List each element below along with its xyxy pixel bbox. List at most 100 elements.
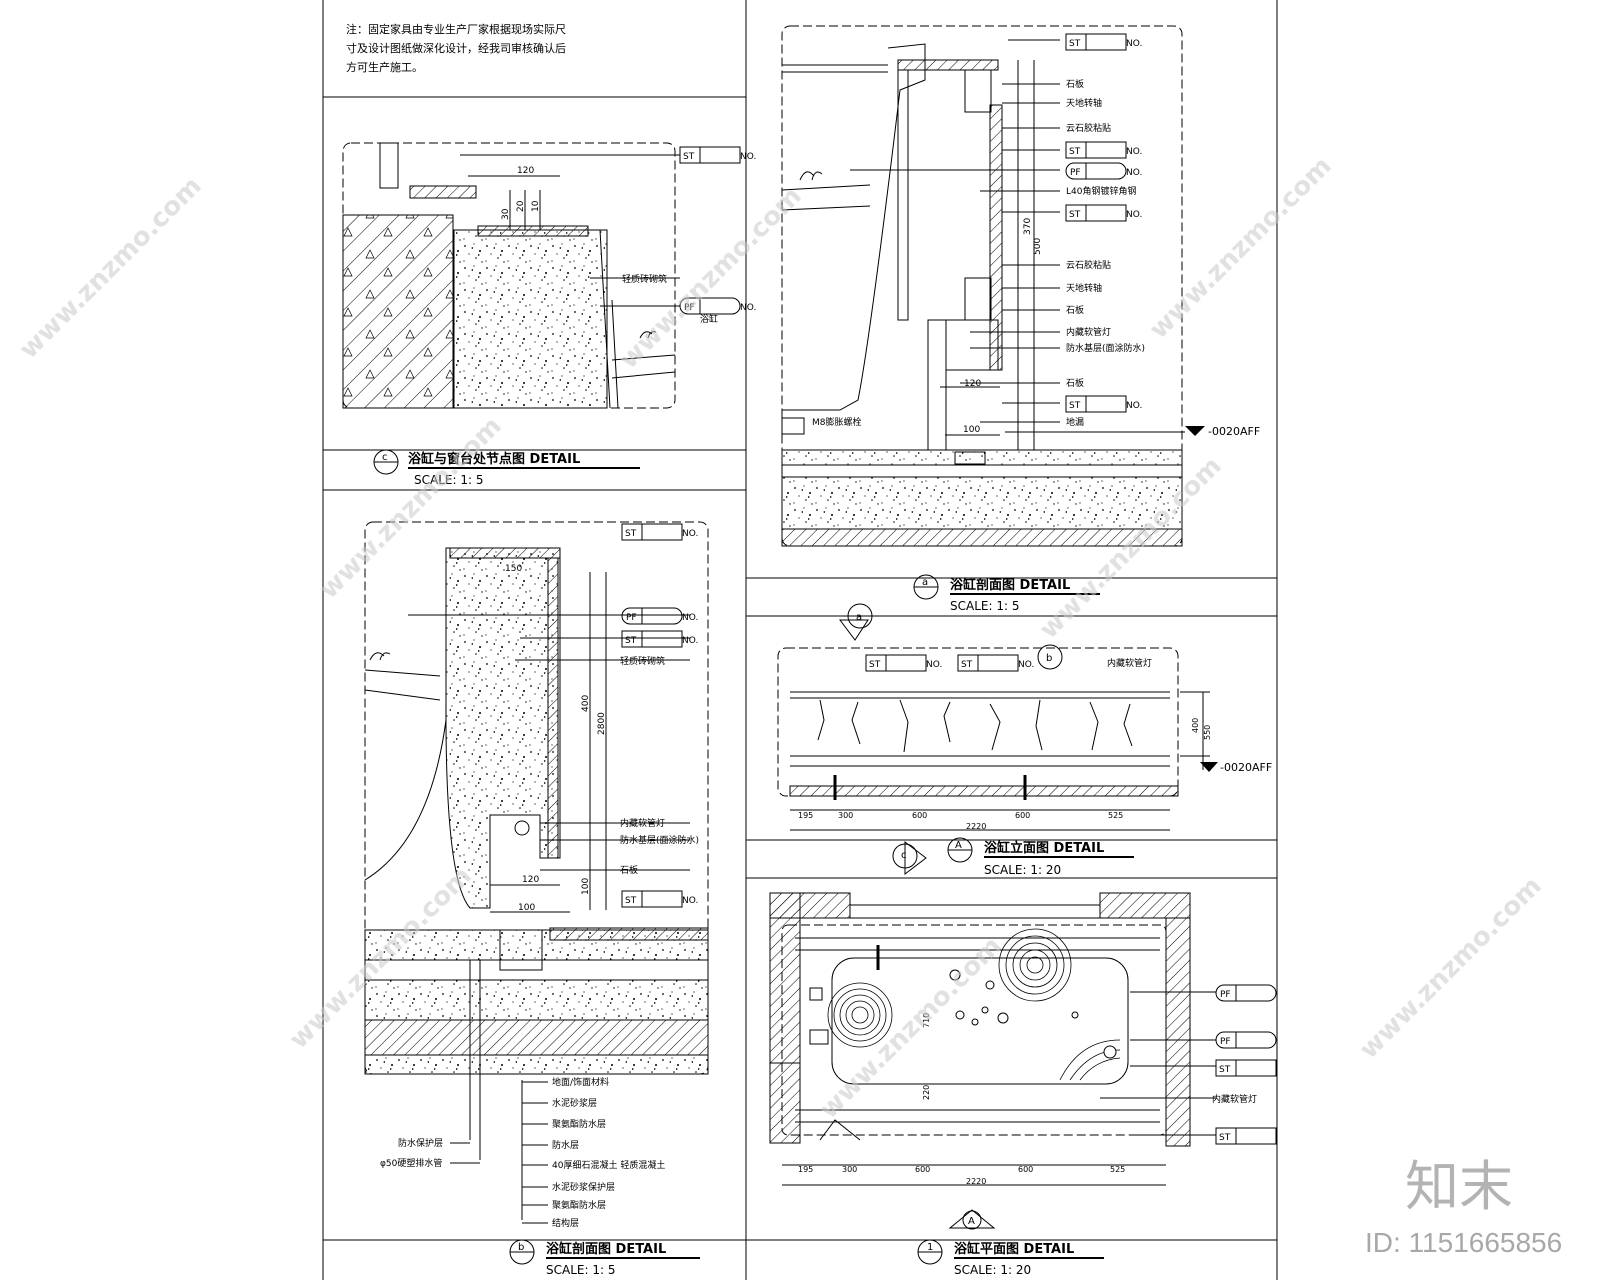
svg-text:NO.: NO. (1126, 168, 1142, 178)
tag-st-c: ST NO. (679, 146, 756, 164)
plan-drawing (769, 892, 1216, 1230)
label-light-brick-b: 轻质砖砌筑 (620, 655, 665, 667)
svg-text:ST: ST (869, 660, 881, 670)
tag-st-plan1: ST (1215, 1059, 1277, 1077)
label-stone-a2: 石板 (1066, 304, 1084, 316)
elev-led: 内藏软管灯 (1107, 657, 1152, 669)
label-led-a: 内藏软管灯 (1066, 326, 1111, 338)
detail-c-title: c 浴缸与窗台处节点图 DETAIL SCALE: 1: 5 (373, 449, 640, 487)
elev-dim-600a: 600 (912, 811, 927, 820)
elevation-ref-c: c (901, 850, 907, 861)
elev-dim-195: 195 (798, 811, 813, 820)
tag-pf-a: PF NO. (1065, 162, 1142, 180)
detail-c-scale: SCALE: 1: 5 (414, 473, 483, 487)
svg-text:NO.: NO. (1126, 401, 1142, 411)
label-steel-a: L40角钢镀锌角钢 (1066, 185, 1136, 197)
detail-b-annotations: 150 400 2800 120 100 100 轻质砖砌筑 内藏软管灯 防水基… (380, 523, 699, 1229)
elev-dim-2220: 2220 (966, 822, 986, 831)
layer-8: 结构层 (552, 1217, 579, 1229)
left-layer-2: φ50硬塑排水管 (380, 1157, 442, 1169)
dim-c-120: 120 (517, 166, 534, 176)
elev-dim-525: 525 (1108, 811, 1123, 820)
svg-text:ST: ST (1069, 39, 1081, 49)
label-ceiling-a2: 天地转轴 (1066, 282, 1102, 294)
plan-title: 1 浴缸平面图 DETAIL SCALE: 1: 20 (917, 1239, 1104, 1277)
general-note: 注：固定家具由专业生产厂家根据现场实际尺 寸及设计图纸做深化设计，经我司审核确认… (346, 22, 566, 74)
dim-a-500: 500 (1033, 238, 1043, 255)
tag-st-b3: ST NO. (621, 890, 698, 908)
svg-text:PF: PF (1070, 168, 1081, 178)
elev-dim-300: 300 (838, 811, 853, 820)
watermark-6: www.znzmo.com (1354, 871, 1548, 1065)
svg-text:PF: PF (1220, 990, 1231, 1000)
tag-st-a2: ST NO. (1065, 141, 1142, 159)
watermark-8: www.znzmo.com (814, 931, 1008, 1125)
plan-dim-220: 220 (922, 1085, 931, 1100)
plan-dim-600b: 600 (1018, 1165, 1033, 1174)
svg-text:NO.: NO. (926, 660, 942, 670)
plan-led: 内藏软管灯 (1212, 1093, 1257, 1105)
svg-text:NO.: NO. (1018, 660, 1034, 670)
label-led-b: 内藏软管灯 (620, 817, 665, 829)
tag-st-a3: ST NO. (1065, 204, 1142, 222)
svg-text:ST: ST (961, 660, 973, 670)
layer-6: 水泥砂浆保护层 (552, 1181, 615, 1193)
svg-text:PF: PF (626, 613, 637, 623)
dim-a-120: 120 (964, 379, 981, 389)
detail-b-id: b (518, 1242, 524, 1253)
plan-dim-525: 525 (1110, 1165, 1125, 1174)
tag-st-elev2: ST NO. (957, 654, 1034, 672)
label-drain-a: 地漏 (1066, 416, 1084, 428)
elevation-scale: SCALE: 1: 20 (984, 863, 1061, 877)
label-bolt-a: M8膨胀螺栓 (812, 416, 862, 428)
svg-text:ST: ST (1219, 1065, 1231, 1075)
tag-pf-plan1: PF (1215, 984, 1277, 1002)
label-rail-a2: 云石胶粘贴 (1066, 259, 1111, 271)
tag-st-a5: ST NO. (1065, 395, 1142, 413)
svg-text:NO.: NO. (1126, 39, 1142, 49)
detail-a-scale: SCALE: 1: 5 (950, 599, 1019, 613)
svg-text:ST: ST (625, 529, 637, 539)
svg-text:NO.: NO. (1126, 147, 1142, 157)
detail-c-id: c (382, 452, 388, 463)
label-stone-b: 石板 (620, 864, 638, 876)
brand-id: ID: 1151665856 (1365, 1227, 1562, 1258)
detail-b-title-text: 浴缸剖面图 DETAIL (546, 1241, 666, 1257)
dim-b-100: 100 (518, 903, 535, 913)
tag-st-plan2: ST (1215, 1127, 1277, 1145)
svg-text:ST: ST (1069, 210, 1081, 220)
elev-dim-600b: 600 (1015, 811, 1030, 820)
svg-text:NO.: NO. (1126, 210, 1142, 220)
detail-a-drawing (781, 25, 1205, 547)
dim-b-400: 400 (581, 695, 591, 712)
elevation-title-text: 浴缸立面图 DETAIL (984, 840, 1104, 856)
svg-text:NO.: NO. (682, 896, 698, 906)
detail-b-scale: SCALE: 1: 5 (546, 1263, 615, 1277)
elev-dim-400: 400 (1191, 718, 1200, 733)
detail-a-title: a 浴缸剖面图 DETAIL SCALE: 1: 5 (913, 574, 1100, 613)
plan-dim-600a: 600 (915, 1165, 930, 1174)
elev-section-a: a (856, 612, 862, 623)
tag-st-elev1: ST NO. (865, 654, 942, 672)
plan-annotations: 195 300 600 600 525 2220 710 220 内藏软管灯 A… (798, 984, 1277, 1227)
detail-a-id: a (922, 577, 928, 588)
plan-dim-2220: 2220 (966, 1177, 986, 1186)
svg-text:NO.: NO. (682, 636, 698, 646)
dim-c-10: 10 (531, 200, 541, 212)
layer-3: 聚氨酯防水层 (552, 1118, 606, 1130)
svg-text:NO.: NO. (740, 303, 756, 313)
svg-text:NO.: NO. (740, 152, 756, 162)
svg-text:PF: PF (1220, 1037, 1231, 1047)
layer-4: 防水层 (552, 1139, 579, 1151)
dim-b-100v: 100 (581, 878, 591, 895)
note-line-2: 寸及设计图纸做深化设计，经我司审核确认后 (346, 41, 566, 55)
label-light-brick-c: 轻质砖砌筑 (622, 273, 667, 285)
note-line-1: 注：固定家具由专业生产厂家根据现场实际尺 (346, 22, 566, 36)
detail-c-drawing (342, 142, 680, 409)
label-ceiling-a1: 天地转轴 (1066, 97, 1102, 109)
plan-dim-710: 710 (922, 1013, 931, 1028)
label-waterproof-a: 防水基层(面涂防水) (1066, 342, 1145, 354)
svg-text:ST: ST (683, 152, 695, 162)
label-bathtub-c: 浴缸 (700, 313, 718, 325)
plan-scale: SCALE: 1: 20 (954, 1263, 1031, 1277)
